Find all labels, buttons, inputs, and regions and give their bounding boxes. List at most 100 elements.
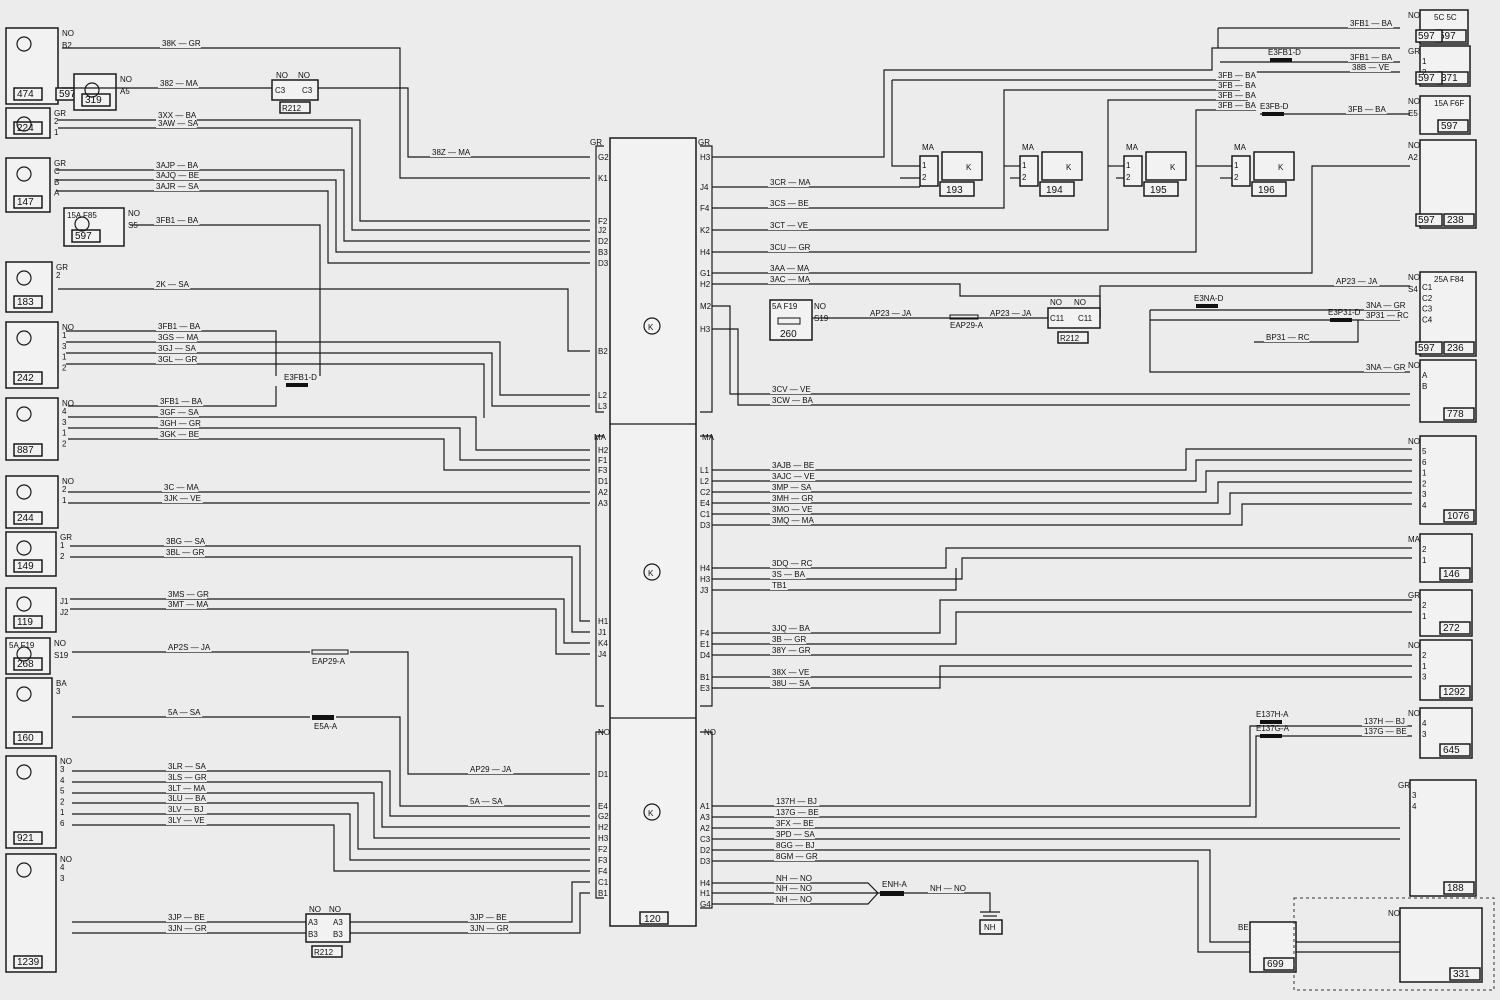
r212-bottom-pin: B3 [333,930,343,939]
ecu-pin-left: F3 [598,856,608,865]
ecu-mid-right-color: MA [702,433,715,442]
connector-color: GR [60,533,72,542]
ecu-pin-left: H3 [598,834,609,843]
wire-label: 3FB1 — BA [160,397,203,406]
relay-id: 193 [946,185,963,196]
connector-pin: C2 [1422,294,1433,303]
component-id: 236 [1447,343,1464,354]
wire-label: 3BG — SA [166,537,206,546]
ecu-id: 120 [644,914,661,925]
wire-label: 3AJC — VE [772,472,815,481]
ecu-pin-right: A2 [700,824,710,833]
ecu-pin-left: H2 [598,823,609,832]
connector-pin: J2 [60,608,69,617]
connector-color: NO [60,855,72,864]
component-id: 183 [17,297,34,308]
connector-pin: 2 [62,363,67,372]
ecu-pin-left: K1 [598,174,608,183]
component-id: 119 [17,617,33,628]
fuse-rating: 5C 5C [1434,13,1457,22]
connector-pin: 1 [1422,57,1427,66]
relay-k-symbol: K [966,163,972,172]
connector-pin: B [1422,382,1427,391]
component-id: 244 [17,513,34,524]
wire-label: 3CR — MA [770,178,811,187]
wire-label: NH — NO [776,884,812,893]
connector-pin: B2 [62,41,72,50]
connector-pin: 1 [62,496,67,505]
wire-label: 3PD — SA [776,830,815,839]
component-id: 149 [17,561,34,572]
wire-label: 3S — BA [772,570,806,579]
wire-label: TB1 [772,581,787,590]
ecu-pin-right: L2 [700,477,709,486]
component-sub-id: 597 [1418,73,1435,84]
relay-id: 196 [1258,185,1275,196]
connector-color: GR [1408,591,1420,600]
splice-label: E3FB1-D [1268,48,1301,57]
connector-pin: 3 [1422,673,1427,682]
connector-color: BA [56,679,67,688]
connector-color: NO [62,477,74,486]
wire-label: 38B — VE [1352,63,1389,72]
component-id: 1292 [1443,687,1466,698]
connector-color: GR [1408,47,1420,56]
connector-color: NO [60,757,72,766]
fuse-rating: 15A F85 [67,211,97,220]
relay-pin: 2 [1126,173,1131,182]
wire-label: 3JK — VE [164,494,201,503]
connector-r212-top: R212 NO NO C3 C3 [271,71,319,114]
ecu-bot-left-color: NO [598,728,610,737]
wire-label: 3CV — VE [772,385,811,394]
connector-pin: 3 [1422,490,1427,499]
connector-color: NO [54,639,66,648]
wire-label: 3FB1 — BA [158,322,201,331]
connector-pin: S19 [54,651,69,660]
ecu-pin-right: L1 [700,466,709,475]
wire-label: 3B — GR [772,635,806,644]
connector-color: NO [62,29,74,38]
wire-label: 3CW — BA [772,396,814,405]
relay-pin: 2 [1234,173,1239,182]
ecu-pin-right: D4 [700,651,711,660]
ecu-pin-left: H1 [598,617,609,626]
wire-label: 137G — BE [1364,727,1407,736]
r212-bottom-pin: B3 [308,930,318,939]
wire-label: 3BL — GR [166,548,205,557]
ecu-pin-left: D3 [598,259,609,268]
wire-label: 3MP — SA [772,483,812,492]
r212-top-pin: C3 [302,86,313,95]
connector-color: NO [1408,97,1420,106]
relay-pin: 1 [1234,161,1239,170]
connector-pin: 3 [62,342,67,351]
splice-label: E3FB-D [1260,102,1289,111]
wire-label: 8GM — GR [776,852,818,861]
r212-bottom-pin: A3 [333,918,343,927]
wire-label: 3GL — GR [158,355,197,364]
ground-nh: NH ENH-A [880,880,1003,935]
wire-label: 8GG — BJ [776,841,815,850]
connector-pin: A [1422,371,1428,380]
connector-color: NO [1408,361,1420,370]
component-id: 597 [1439,31,1456,42]
ecu-pin-right: F4 [700,204,710,213]
connector-pin: 2 [62,485,67,494]
r212-mid-pin: NO [1050,298,1062,307]
wire-label: 3CS — BE [770,199,809,208]
connector-color: NO [120,75,132,84]
ecu-pin-right: K2 [700,226,710,235]
wire-label: 3LR — SA [168,762,206,771]
wire-label: 3FB — BA [1218,81,1256,90]
wire-label: 5A — SA [470,797,503,806]
wire-label: 3LT — MA [168,784,206,793]
ecu-pin-right: H4 [700,564,711,573]
r212-bottom-pin: NO [309,905,321,914]
